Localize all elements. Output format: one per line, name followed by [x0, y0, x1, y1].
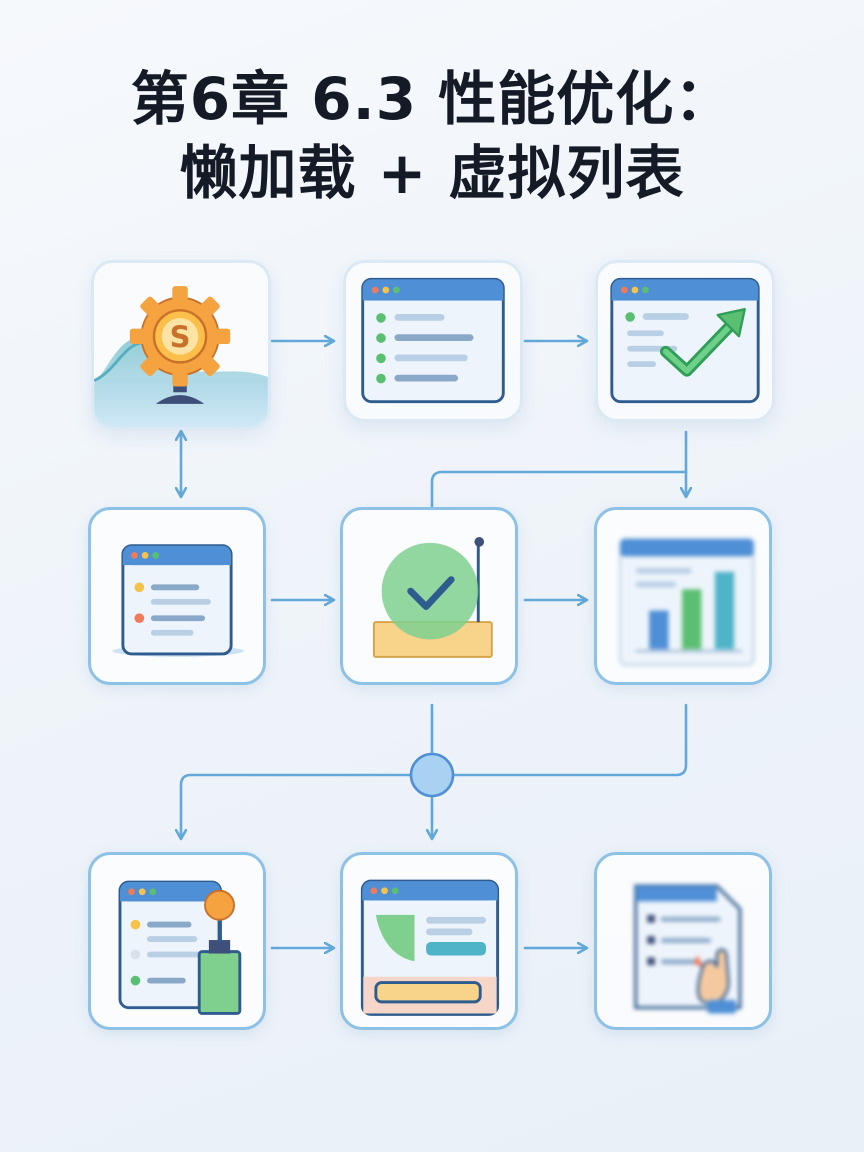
bar-chart-window-icon — [619, 538, 755, 666]
title-line-1: 第6章 6.3 性能优化： — [130, 65, 734, 133]
gear-icon: S — [94, 286, 268, 427]
document-hand-icon — [634, 884, 742, 1014]
node-r1c1: S — [91, 260, 271, 430]
arrow-hub-r3c1 — [181, 773, 413, 838]
node-r2c2 — [340, 507, 518, 685]
svg-text:S: S — [170, 320, 191, 354]
check-badge-icon — [372, 537, 493, 658]
list-window-icon — [112, 544, 244, 657]
merge-hub-node — [409, 752, 455, 798]
node-r2c1 — [88, 507, 266, 685]
line-r2c3-hub — [452, 703, 688, 777]
window-check-trend-icon — [610, 277, 760, 404]
form-window-icon — [360, 879, 500, 1016]
node-r2c3 — [594, 507, 772, 685]
node-r3c2 — [340, 852, 518, 1030]
node-r3c1 — [88, 852, 266, 1030]
node-r1c3 — [595, 260, 775, 422]
list-window-icon — [361, 277, 505, 404]
node-r3c3 — [594, 852, 772, 1030]
window-lightbulb-icon — [118, 880, 242, 1015]
node-r1c2 — [343, 260, 523, 422]
page-title: 第6章 6.3 性能优化： 懒加载 + 虚拟列表 — [0, 62, 864, 210]
branch-r2c2-to-r2c3 — [430, 470, 688, 509]
title-line-2: 懒加载 + 虚拟列表 — [179, 139, 685, 207]
